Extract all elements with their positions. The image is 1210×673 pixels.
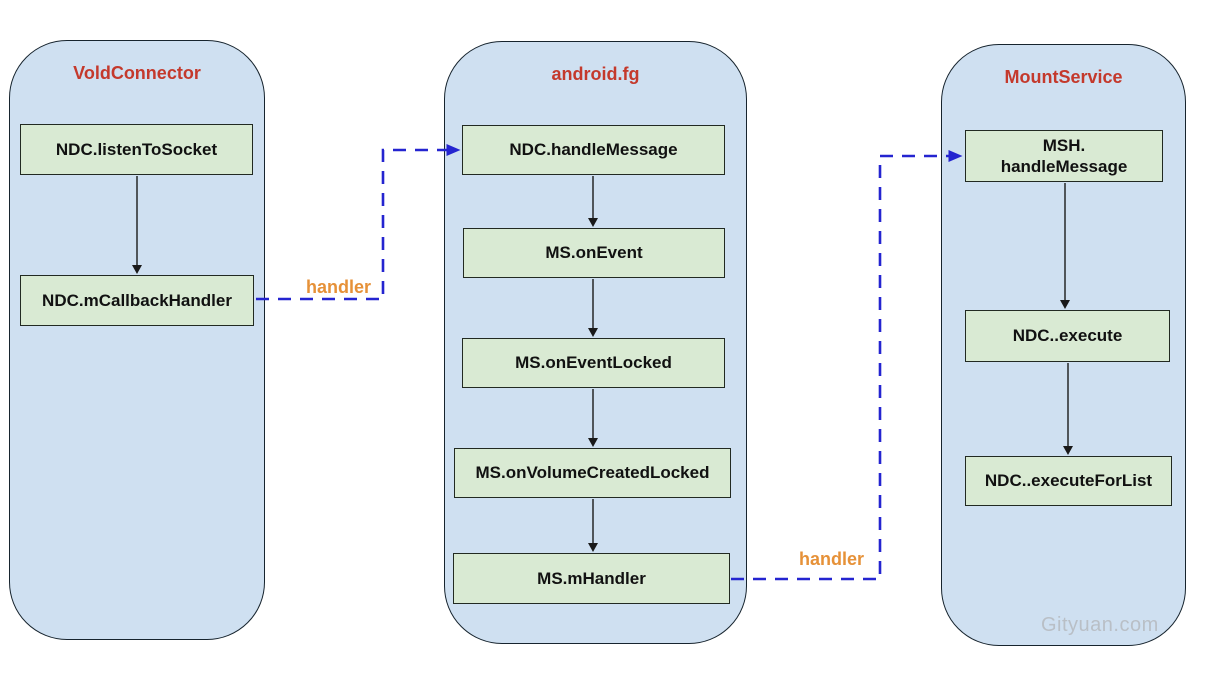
connector-mhandler-to-mshhandlemessage — [731, 150, 963, 581]
handler-label-left: handler — [306, 277, 372, 297]
watermark: Gityuan.com — [1041, 614, 1159, 636]
node-ndc-handlemessage: NDC.handleMessage — [462, 125, 725, 175]
container-title-voldconnector: VoldConnector — [73, 63, 201, 83]
container-title-android-fg: android.fg — [551, 64, 640, 84]
node-ndc-listentosocket: NDC.listenToSocket — [20, 124, 253, 175]
node-ndc-executeforlist: NDC..executeForList — [965, 456, 1172, 506]
container-title-mountservice: MountService — [1004, 67, 1123, 87]
node-ms-onevent: MS.onEvent — [463, 228, 725, 278]
node-ndc-mcallbackhandler: NDC.mCallbackHandler — [20, 275, 254, 326]
node-ms-mhandler: MS.mHandler — [453, 553, 730, 604]
node-msh-handlemessage: MSH. handleMessage — [965, 130, 1163, 182]
node-ms-onvolumecreatedlocked: MS.onVolumeCreatedLocked — [454, 448, 731, 498]
handler-label-right: handler — [799, 549, 865, 569]
node-ms-oneventlocked: MS.onEventLocked — [462, 338, 725, 388]
node-ndc-execute: NDC..execute — [965, 310, 1170, 362]
